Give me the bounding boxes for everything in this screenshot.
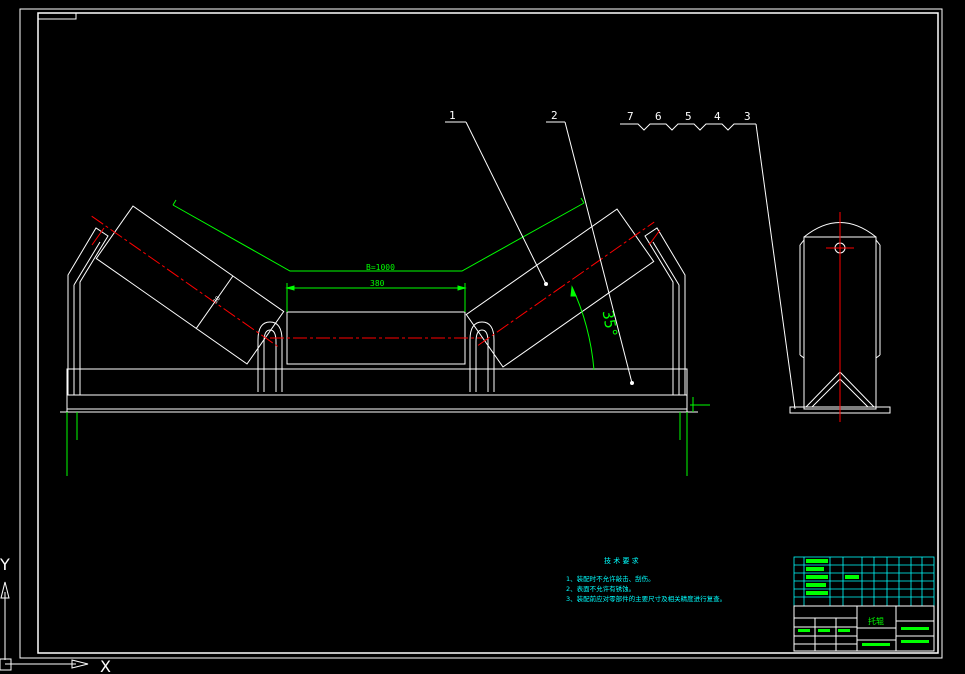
side-view: 7 6 5 4 3 — [620, 110, 891, 422]
leader-part-2 — [546, 121, 634, 385]
technical-requirements: 技 术 要 求 1、装配时不允许敲击、刮伤。 2、表面不允许有锈蚀。 3、装配前… — [566, 556, 726, 603]
middle-bracket-right — [469, 321, 495, 392]
trough-angle-dimension — [570, 285, 595, 371]
tech-req-item-3: 3、装配前应对零部件的主要尺寸及相关精度进行复查。 — [566, 594, 726, 603]
left-bracket — [67, 227, 109, 395]
tech-req-item-2: 2、表面不允许有锈蚀。 — [566, 584, 635, 593]
right-bracket — [644, 227, 686, 395]
title-block-title: 托辊 — [868, 616, 884, 626]
trough-angle-label: 35° — [599, 309, 621, 339]
tech-req-item-1: 1、装配时不允许敲击、刮伤。 — [566, 574, 655, 583]
tech-req-title: 技 术 要 求 — [604, 556, 639, 565]
front-view: B=1000 380 38 35° 1 — [60, 109, 710, 476]
frame-base — [60, 368, 698, 413]
middle-bracket-left — [257, 321, 283, 392]
ucs-icon — [0, 581, 89, 671]
part-label-5: 5 — [685, 110, 692, 123]
part-label-3: 3 — [744, 110, 751, 123]
center-roller — [270, 311, 482, 365]
leader-part-1 — [445, 121, 548, 286]
side-centerlines — [826, 212, 854, 422]
part-label-4: 4 — [714, 110, 721, 123]
side-roller-length-label: 38 — [212, 295, 222, 305]
belt-width-dimension — [172, 197, 585, 312]
left-shaft-end — [91, 227, 105, 246]
sheet-border — [19, 8, 943, 659]
leader-parts-3-7 — [620, 123, 796, 410]
part-label-1: 1 — [449, 109, 456, 122]
title-block: 托辊 — [793, 556, 935, 652]
part-label-2: 2 — [551, 109, 558, 122]
base-extension-lines — [66, 397, 710, 476]
ucs-x-label: X — [100, 657, 111, 674]
ucs-y-label: Y — [0, 555, 10, 574]
belt-width-label: B=1000 — [366, 263, 395, 272]
center-roller-length-label: 380 — [370, 279, 385, 288]
left-side-roller — [91, 205, 285, 365]
part-label-6: 6 — [655, 110, 662, 123]
part-label-7: 7 — [627, 110, 634, 123]
right-side-roller — [465, 208, 655, 368]
right-shaft-end — [648, 229, 661, 246]
